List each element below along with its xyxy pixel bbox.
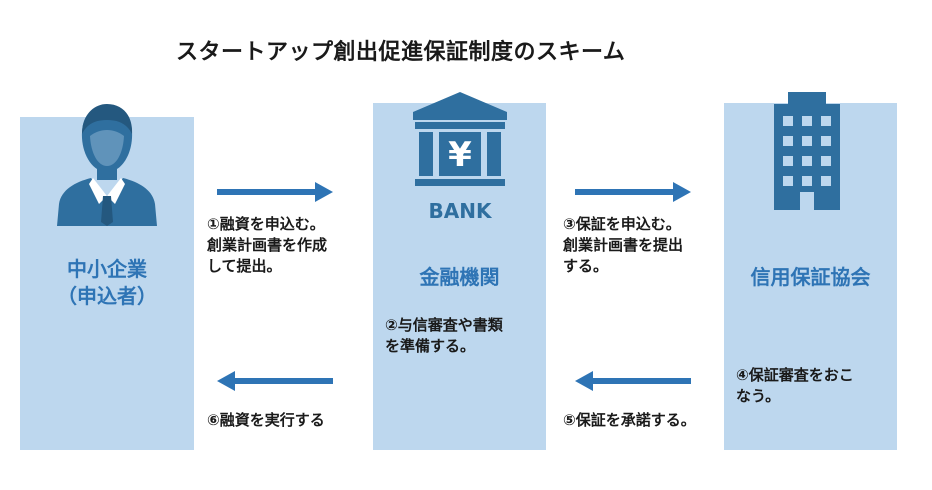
step5-note: ⑤保証を承諾する。 [563, 411, 696, 429]
office-building-icon [774, 92, 840, 210]
sme-label-line1: 中小企業 [67, 257, 147, 281]
bank-icon-label: BANK [429, 199, 493, 222]
arrow-left-step5 [575, 371, 691, 391]
arrow-left-step6 [217, 371, 333, 391]
step6-note: ⑥融資を実行する [207, 411, 325, 429]
step1-note: ①融資を申込む。 創業計画書を作成 して提出。 [207, 215, 328, 275]
bank-label: 金融機関 [419, 265, 500, 289]
sme-label-line2: （申込者） [57, 284, 157, 308]
businessperson-icon [57, 104, 157, 226]
bank-building-icon: ¥ BANK [413, 92, 507, 222]
yen-symbol: ¥ [448, 135, 472, 175]
step3-note: ③保証を申込む。 創業計画書を提出 する。 [563, 215, 684, 275]
sme-label: 中小企業 （申込者） [20, 256, 194, 310]
step4-note: ④保証審査をおこ なう。 [736, 366, 854, 405]
arrow-right-step3 [575, 182, 691, 202]
diagram-title: スタートアップ創出促進保証制度のスキーム [176, 40, 626, 65]
arrow-right-step1 [217, 182, 333, 202]
guarantee-label: 信用保証協会 [750, 265, 871, 289]
step2-note: ②与信審査や書類 を準備する。 [385, 316, 503, 355]
